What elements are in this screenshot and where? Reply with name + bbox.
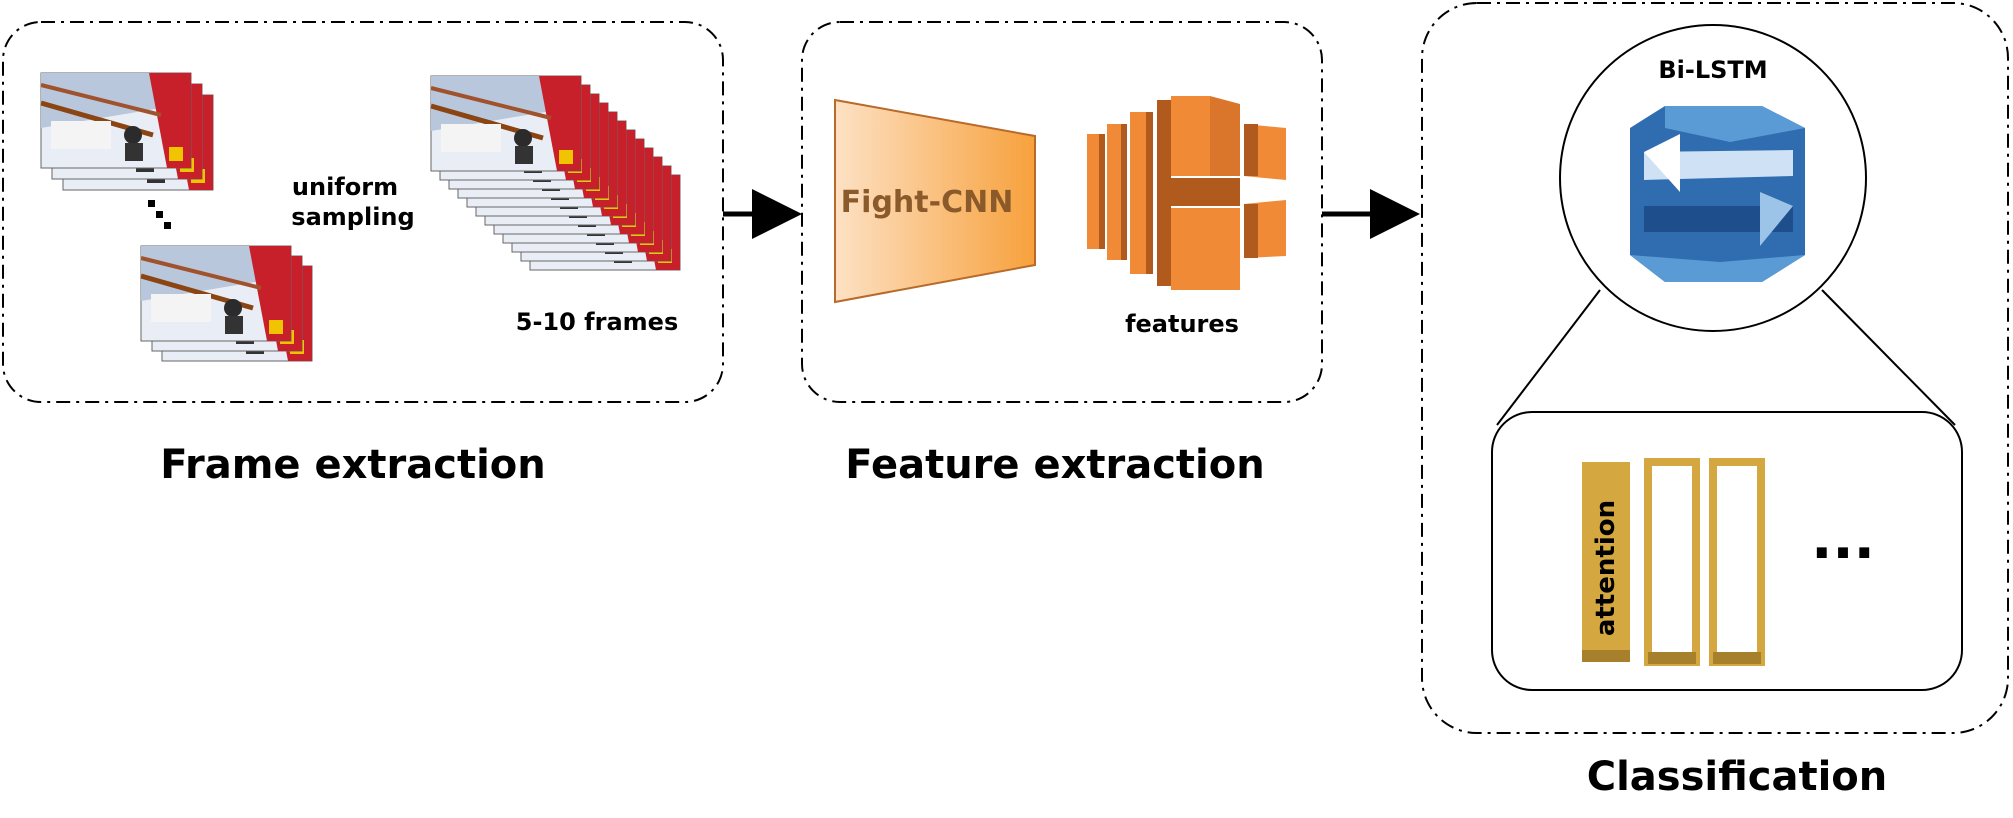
classification-panel <box>1421 2 2009 734</box>
zoom-line-left <box>1496 289 1601 426</box>
continuation-ellipsis: ... <box>1811 507 1875 572</box>
feature-extraction-caption: Feature extraction <box>845 442 1264 488</box>
sampling-label-line1: uniform <box>292 173 398 201</box>
cnn-trapezoid-icon <box>834 98 1036 304</box>
frames-count-label: 5-10 frames <box>516 308 678 336</box>
attention-bar-icon <box>1582 458 1765 666</box>
cnn-label: Fight-CNN <box>841 185 1014 220</box>
bi-lstm-label: Bi-LSTM <box>1658 56 1767 84</box>
sampling-label-line2: sampling <box>291 203 414 231</box>
vertical-ellipsis-icon <box>148 200 171 229</box>
bi-lstm-icon <box>1630 106 1805 282</box>
features-stack-icon <box>1087 96 1286 290</box>
features-label: features <box>1125 310 1239 338</box>
zoom-line-right <box>1821 289 1956 426</box>
attention-detail-box <box>1491 411 1963 691</box>
attention-label: attention <box>1591 500 1621 636</box>
frame-extraction-panel <box>2 21 724 403</box>
classification-caption: Classification <box>1587 754 1888 800</box>
frame-extraction-caption: Frame extraction <box>160 442 546 488</box>
